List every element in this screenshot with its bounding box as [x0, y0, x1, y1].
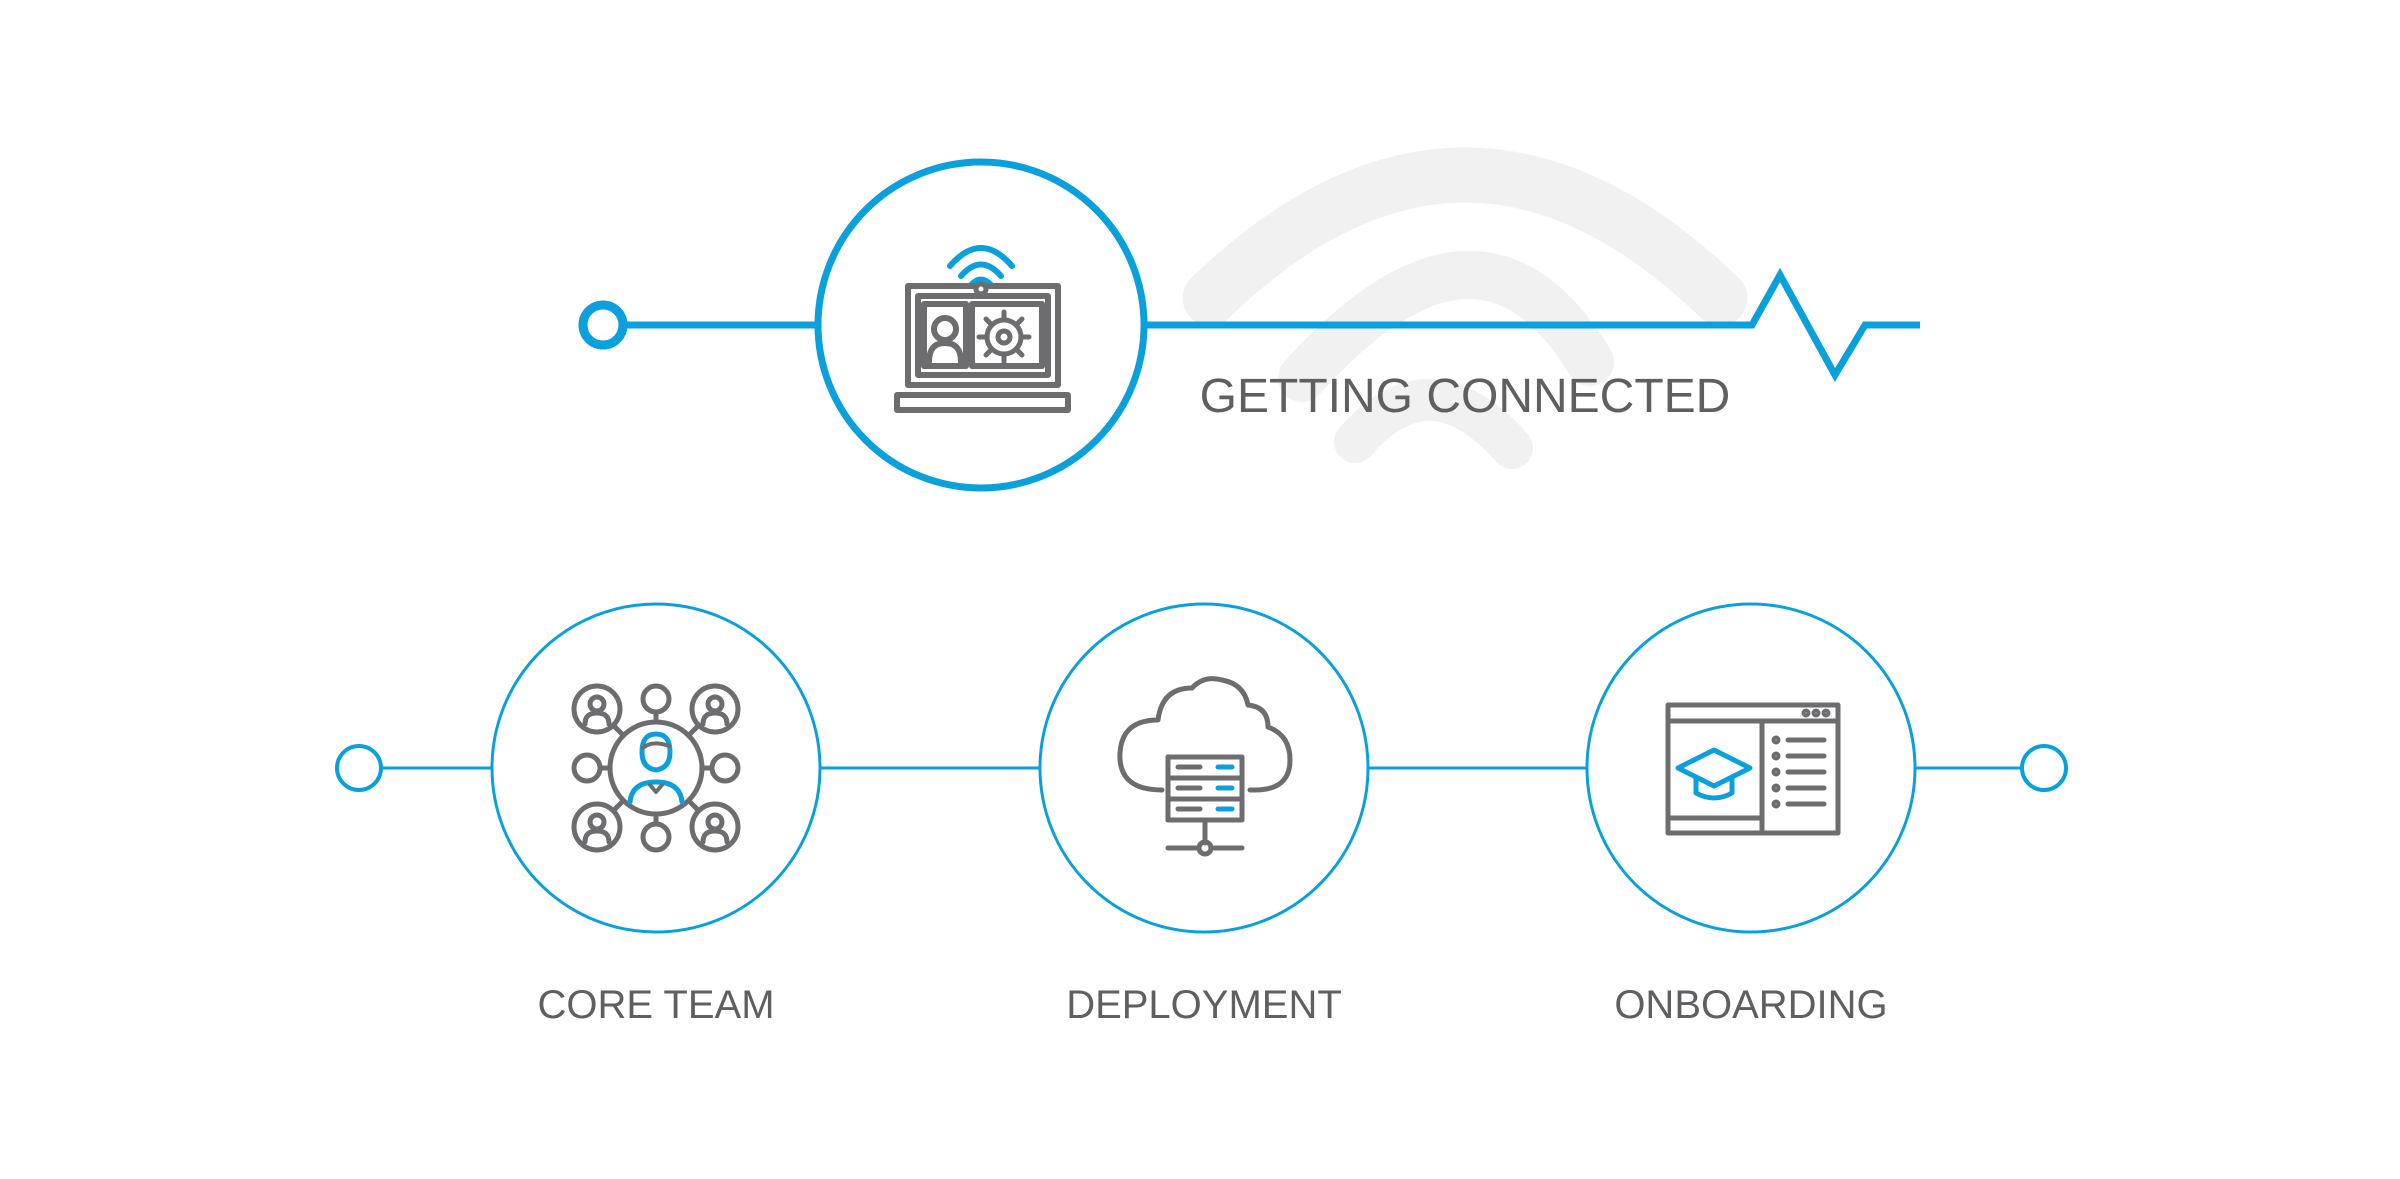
core-team-label: CORE TEAM: [537, 983, 774, 1027]
bottom-start-node: [335, 744, 383, 792]
onboarding-label: ONBOARDING: [1614, 983, 1887, 1027]
stage-onboarding: ONBOARDING: [1585, 602, 1917, 1027]
deployment-label: DEPLOYMENT: [1066, 983, 1342, 1027]
bottom-end-node: [2020, 744, 2068, 792]
stage-core-team: CORE TEAM: [490, 602, 822, 1027]
deployment-circle: [1038, 602, 1370, 934]
online-learning-icon: [1665, 702, 1841, 836]
wifi-watermark-icon: [1182, 147, 1748, 469]
team-network-icon: [571, 683, 741, 853]
getting-connected-label: GETTING CONNECTED: [1200, 370, 1731, 423]
stage-deployment: DEPLOYMENT: [1038, 602, 1370, 1027]
top-connector-line: [625, 267, 1920, 383]
laptop-wifi-video-call-icon: [894, 245, 1071, 413]
stage-getting-connected: GETTING CONNECTED: [814, 158, 1731, 492]
top-start-node: [578, 300, 628, 350]
cloud-server-icon: [1117, 676, 1293, 857]
getting-connected-circle: [814, 158, 1148, 492]
